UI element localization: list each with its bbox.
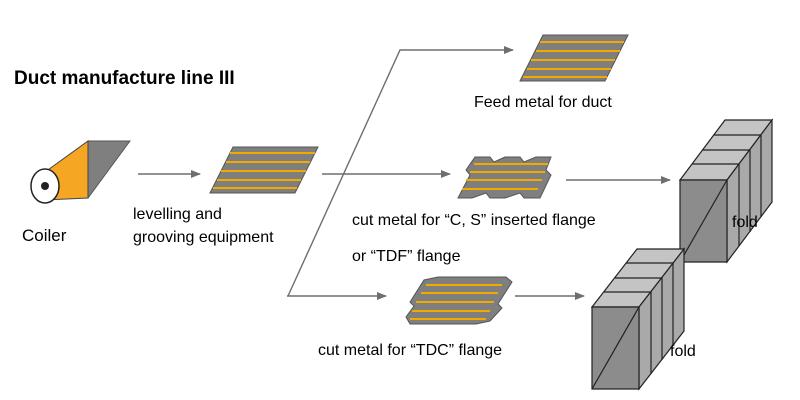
coiler-illustration bbox=[30, 140, 131, 204]
flow-arrows bbox=[138, 46, 671, 300]
levelling-label-line2: grooving equipment bbox=[133, 229, 274, 246]
duct-box-lower bbox=[590, 247, 686, 391]
cs-flange-label-line1: cut metal for “C, S” inserted flange bbox=[352, 212, 596, 229]
cs-flange-sheet bbox=[457, 156, 552, 199]
grooved-sheet bbox=[209, 146, 319, 194]
fold-label-lower: fold bbox=[670, 343, 696, 360]
tdc-flange-label: cut metal for “TDC” flange bbox=[318, 342, 503, 359]
tdc-flange-sheet bbox=[405, 276, 513, 325]
feed-metal-sheet bbox=[519, 34, 629, 82]
arrow-branch-feed bbox=[287, 46, 514, 297]
levelling-label-line1: levelling and bbox=[133, 206, 222, 223]
duct-box-upper bbox=[678, 118, 774, 264]
coiler-label: Coiler bbox=[22, 226, 67, 245]
feed-metal-label: Feed metal for duct bbox=[474, 94, 612, 111]
cs-flange-label-line2: or “TDF” flange bbox=[352, 248, 461, 265]
diagram-title: Duct manufacture line III bbox=[14, 68, 235, 89]
fold-label-upper: fold bbox=[732, 214, 758, 231]
